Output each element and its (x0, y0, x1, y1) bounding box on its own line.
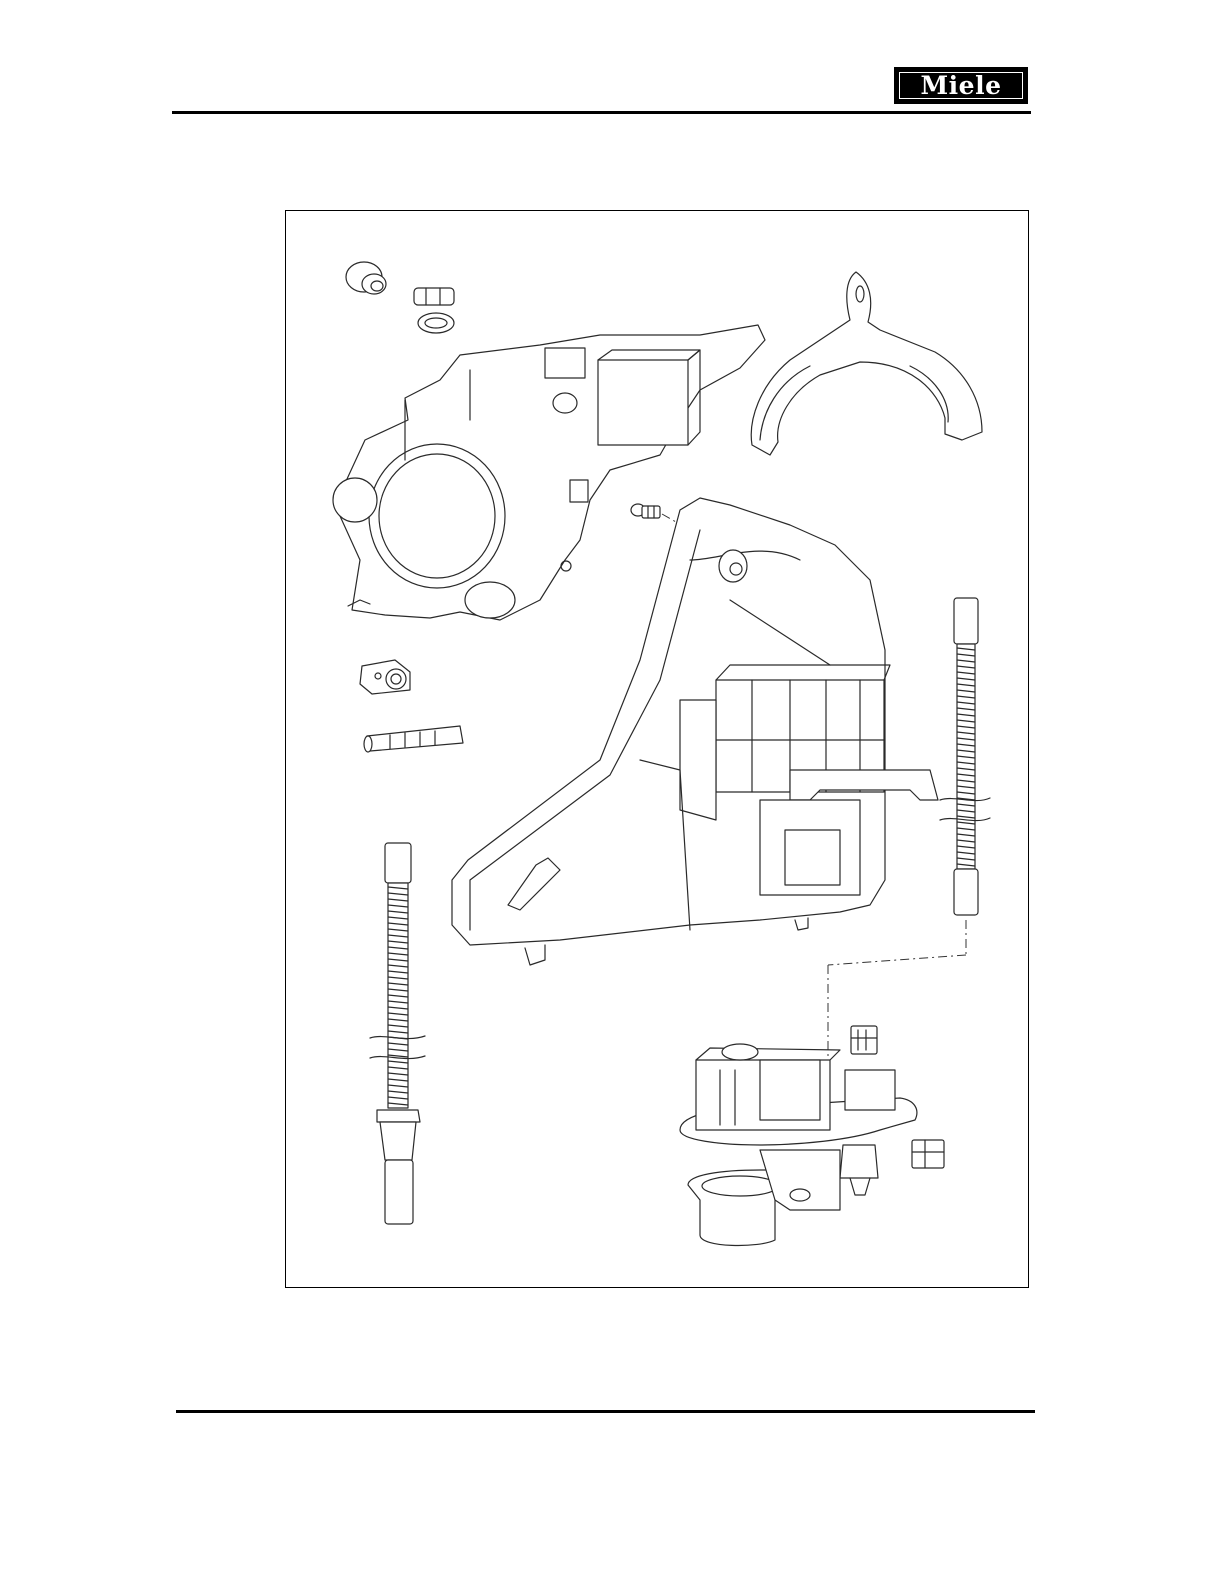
corrugated-hose-left (370, 843, 425, 1224)
grommet (346, 262, 386, 294)
support-bracket (751, 272, 982, 455)
footer-rule (176, 1410, 1035, 1413)
circulation-pump (680, 1044, 917, 1245)
plug-connector-lower (912, 1140, 944, 1168)
corrugated-hose-right (940, 598, 990, 915)
plug-connector-upper (851, 1026, 877, 1054)
hose-clamp-fitting (414, 288, 454, 333)
sensor-clip (360, 660, 410, 694)
connector-tube (364, 726, 463, 752)
